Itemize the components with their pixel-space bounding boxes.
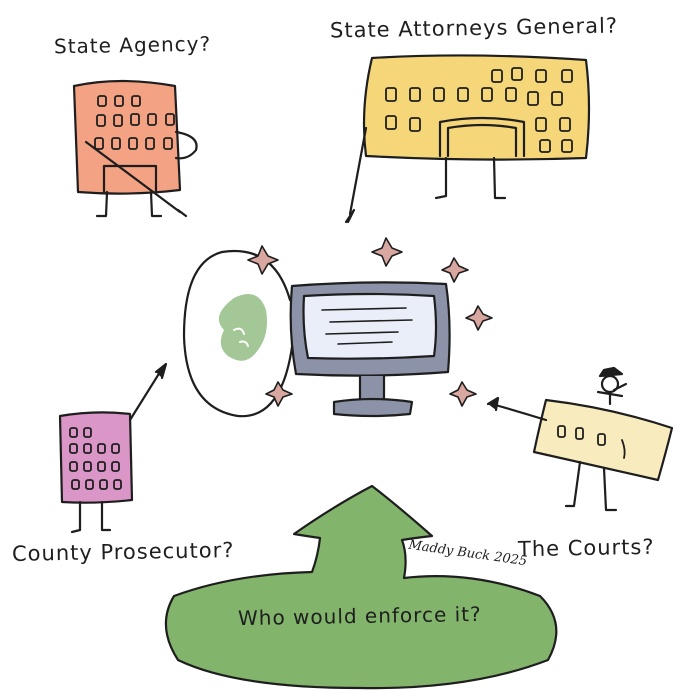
state-agency-label: State Agency? bbox=[53, 31, 212, 59]
state-ag-door bbox=[438, 116, 526, 158]
state-agency-door bbox=[102, 164, 158, 194]
courts-label: The Courts? bbox=[517, 534, 655, 562]
green-arrow-blob bbox=[164, 484, 558, 690]
county-prosecutor-label: County Prosecutor? bbox=[11, 538, 235, 566]
county-prosecutor-pointing-arm bbox=[128, 370, 162, 422]
courts-figure bbox=[596, 366, 628, 406]
courts-pointing-arm bbox=[490, 402, 548, 422]
state-ag-pointing-arm bbox=[348, 126, 368, 216]
state-agency-windows bbox=[94, 95, 175, 150]
state-ag-building bbox=[344, 54, 591, 224]
enforcement-question: Who would enforce it? bbox=[237, 601, 482, 631]
state-ag-label: State Attorneys General? bbox=[329, 13, 619, 43]
county-prosecutor-building bbox=[58, 362, 168, 534]
speech-bubble bbox=[182, 249, 318, 418]
sparkles bbox=[247, 237, 493, 407]
state-ag-windows bbox=[385, 67, 573, 153]
computer-monitor bbox=[289, 281, 451, 418]
courts-building bbox=[486, 366, 674, 512]
state-agency-pointing-arm bbox=[84, 140, 182, 214]
state-agency-building bbox=[72, 79, 198, 218]
leaf-blob bbox=[218, 294, 267, 361]
